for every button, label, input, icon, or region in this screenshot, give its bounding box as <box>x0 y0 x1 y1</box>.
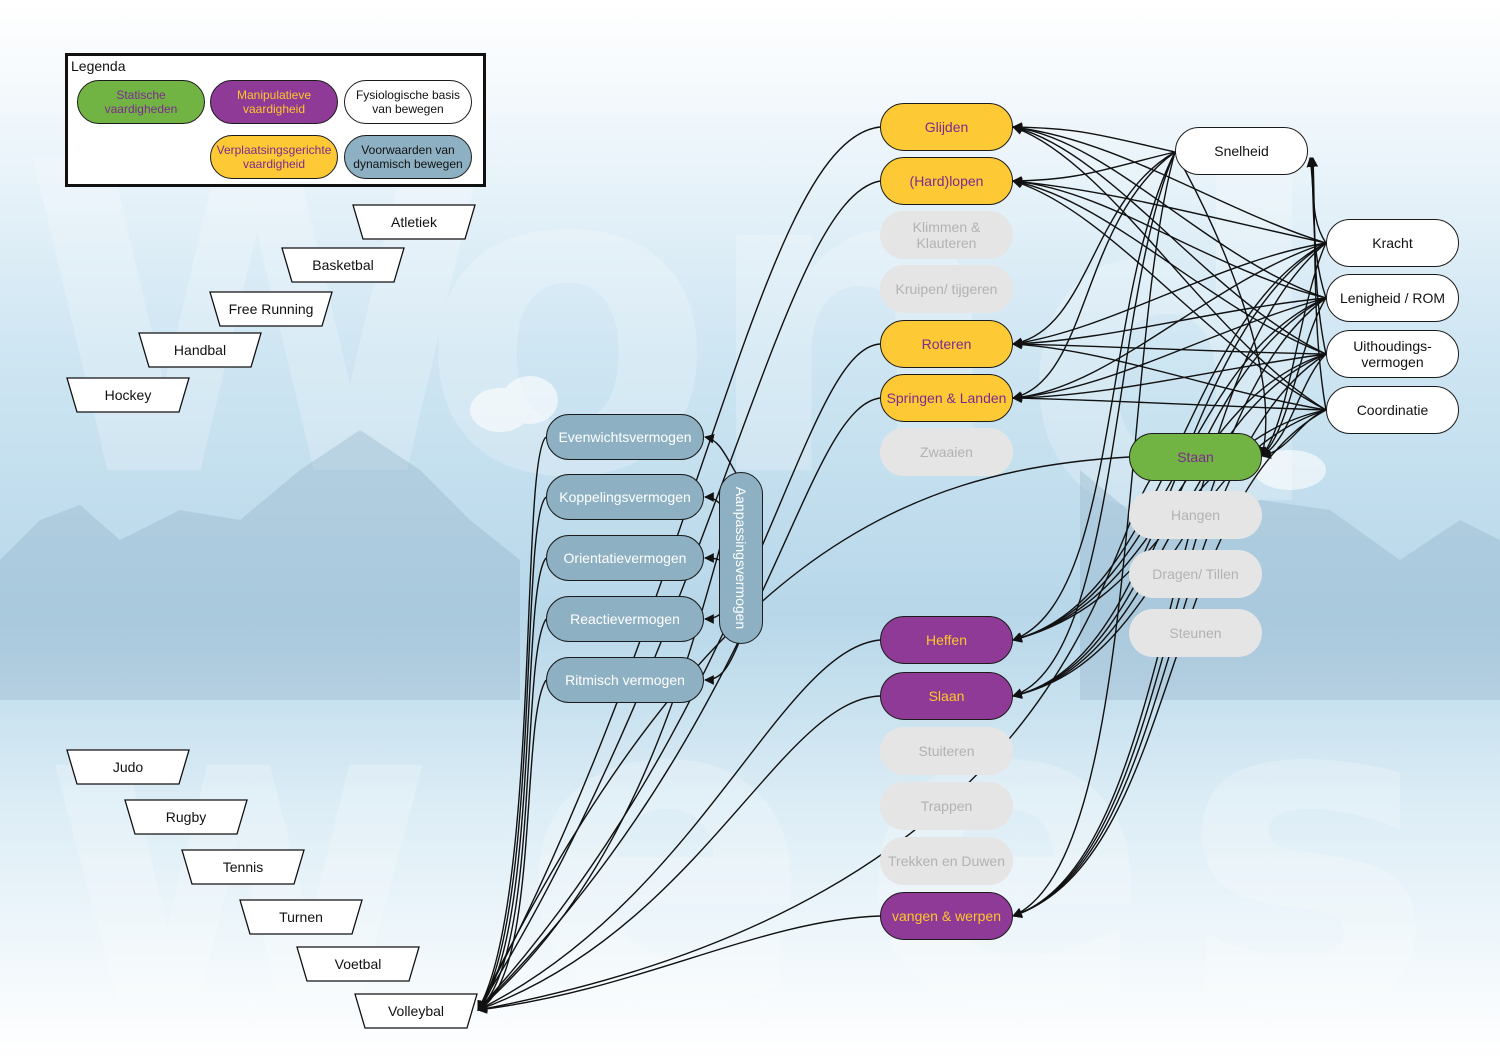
node-uithoudingsvermogen[interactable]: Uithoudings- vermogen <box>1326 330 1459 378</box>
trapezoid-shape <box>209 291 333 327</box>
node-stuiteren[interactable]: Stuiteren <box>880 727 1013 775</box>
legend-physio-line1: Fysiologische basis <box>355 88 461 102</box>
trapezoid-shape <box>239 899 363 935</box>
trapezoid-shape <box>66 377 190 413</box>
node-heffen[interactable]: Heffen <box>880 616 1013 664</box>
node-orientatievermogen[interactable]: Orientatievermogen <box>546 535 704 581</box>
node-vangen-werpen[interactable]: vangen & werpen <box>880 892 1013 940</box>
sport-label: Handbal <box>173 342 227 358</box>
sport-rugby[interactable]: Rugby <box>124 799 248 835</box>
sport-label: Turnen <box>279 909 323 925</box>
legend-static-skills: Statische vaardigheden <box>77 80 205 124</box>
sport-label: Rugby <box>165 809 207 825</box>
trapezoid-shape <box>124 799 248 835</box>
legend-physio-line2: van bewegen <box>372 102 444 116</box>
legend-dynamic-line2: dynamisch bewegen <box>353 157 463 171</box>
legend-dynamic-line1: Voorwaarden van <box>361 143 455 157</box>
sport-label: Judo <box>112 759 144 775</box>
legend-locomotor-line1: Verplaatsingsgerichte <box>216 143 332 157</box>
trapezoid-shape <box>352 204 476 240</box>
legend-manipulative-skill: Manipulatieve vaardigheid <box>210 80 338 124</box>
sport-label: Voetbal <box>334 956 382 972</box>
node-slaan[interactable]: Slaan <box>880 672 1013 720</box>
legend-manipulative-line2: vaardigheid <box>242 102 306 116</box>
sport-label: Free Running <box>228 301 314 317</box>
legend-static-line2: vaardigheden <box>104 102 178 116</box>
node-reactievermogen[interactable]: Reactievermogen <box>546 596 704 642</box>
sport-label: Tennis <box>222 859 264 875</box>
node-staan[interactable]: Staan <box>1129 433 1262 481</box>
trapezoid-shape <box>281 247 405 283</box>
sport-volleybal[interactable]: Volleybal <box>354 993 478 1029</box>
node-aanpassingsvermogen[interactable]: Aanpassingsvermogen <box>719 472 763 644</box>
node-springen-landen[interactable]: Springen & Landen <box>880 374 1013 422</box>
node-kruipen-tijgeren[interactable]: Kruipen/ tijgeren <box>880 265 1013 313</box>
legend-locomotor-line2: vaardigheid <box>242 157 306 171</box>
node-steunen[interactable]: Steunen <box>1129 609 1262 657</box>
legend-dynamic-conditions: Voorwaarden van dynamisch bewegen <box>344 135 472 179</box>
vertical-label-wrapper: Aanpassingsvermogen <box>720 473 762 643</box>
sport-label: Volleybal <box>387 1003 445 1019</box>
trapezoid-shape <box>354 993 478 1029</box>
sport-hockey[interactable]: Hockey <box>66 377 190 413</box>
sport-turnen[interactable]: Turnen <box>239 899 363 935</box>
trapezoid-shape <box>296 946 420 982</box>
sport-tennis[interactable]: Tennis <box>181 849 305 885</box>
node-roteren[interactable]: Roteren <box>880 320 1013 368</box>
sport-label: Hockey <box>104 387 152 403</box>
node-zwaaien[interactable]: Zwaaien <box>880 428 1013 476</box>
node-trappen[interactable]: Trappen <box>880 782 1013 830</box>
aanpassingsvermogen-label: Aanpassingsvermogen <box>733 486 750 630</box>
legend-physiological-basis: Fysiologische basis van bewegen <box>344 80 472 124</box>
legend-locomotor-skill: Verplaatsingsgerichte vaardigheid <box>210 135 338 179</box>
node-ritmisch-vermogen[interactable]: Ritmisch vermogen <box>546 657 704 703</box>
node-evenwichtsvermogen[interactable]: Evenwichtsvermogen <box>546 414 704 460</box>
node-lenigheid-rom[interactable]: Lenigheid / ROM <box>1326 274 1459 322</box>
node-hangen[interactable]: Hangen <box>1129 491 1262 539</box>
node-klimmen-klauteren[interactable]: Klimmen & Klauteren <box>880 211 1013 259</box>
trapezoid-shape <box>181 849 305 885</box>
legend-manipulative-line1: Manipulatieve <box>236 88 312 102</box>
node-coordinatie[interactable]: Coordinatie <box>1326 386 1459 434</box>
node-trekken-duwen[interactable]: Trekken en Duwen <box>880 837 1013 885</box>
node-glijden[interactable]: Glijden <box>880 103 1013 151</box>
trapezoid-shape <box>66 749 190 785</box>
uithouding-line2: vermogen <box>1361 354 1424 370</box>
node-kracht[interactable]: Kracht <box>1326 219 1459 267</box>
sport-handbal[interactable]: Handbal <box>138 332 262 368</box>
sport-label: Atletiek <box>391 214 437 230</box>
sport-voetbal[interactable]: Voetbal <box>296 946 420 982</box>
legend-title: Legenda <box>71 58 126 74</box>
sport-label: Basketbal <box>312 257 374 273</box>
uithouding-line1: Uithoudings- <box>1353 338 1432 354</box>
sport-free-running[interactable]: Free Running <box>209 291 333 327</box>
node-hardlopen[interactable]: (Hard)lopen <box>880 157 1013 205</box>
sport-basketbal[interactable]: Basketbal <box>281 247 405 283</box>
trapezoid-shape <box>138 332 262 368</box>
sport-judo[interactable]: Judo <box>66 749 190 785</box>
node-koppelingsvermogen[interactable]: Koppelingsvermogen <box>546 474 704 520</box>
legend-box: Legenda Statische vaardigheden Manipulat… <box>65 53 486 187</box>
node-dragen-tillen[interactable]: Dragen/ Tillen <box>1129 550 1262 598</box>
sport-atletiek[interactable]: Atletiek <box>352 204 476 240</box>
legend-static-line1: Statische <box>116 88 166 102</box>
node-snelheid[interactable]: Snelheid <box>1175 127 1308 175</box>
